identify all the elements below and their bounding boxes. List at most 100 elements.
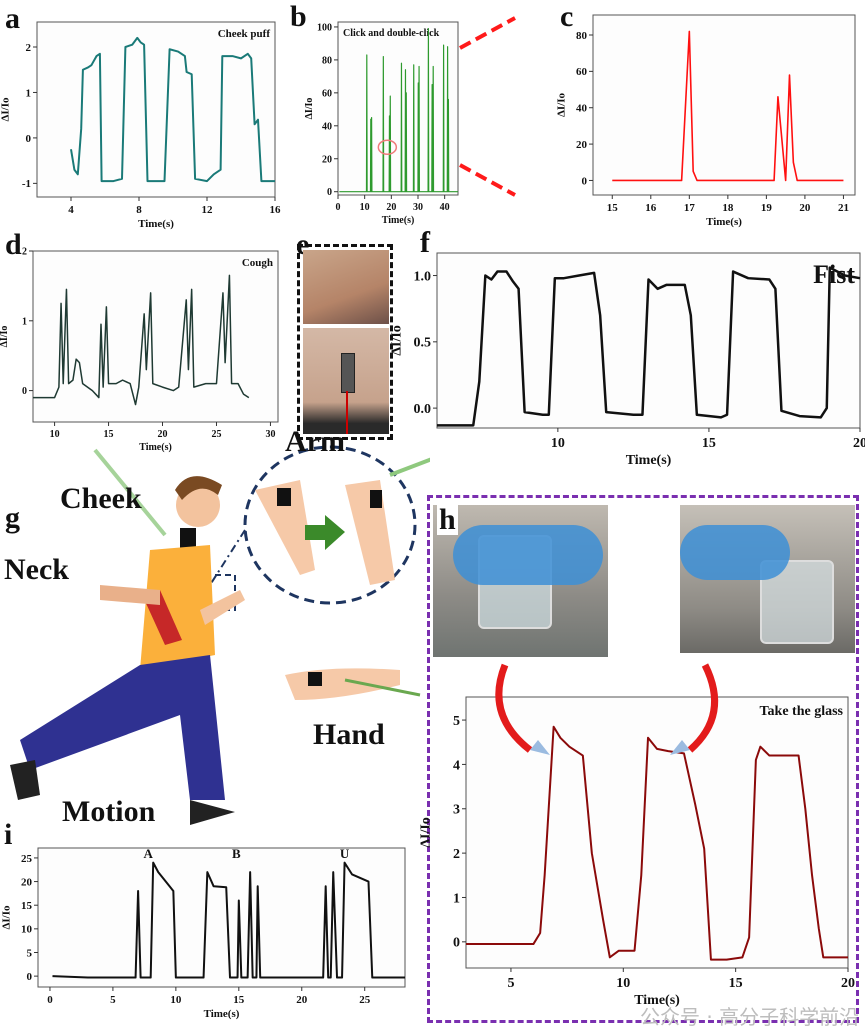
series-line-b: [339, 27, 458, 193]
y-axis-label: ΔI/Io: [304, 98, 315, 120]
hair: [175, 476, 222, 500]
series-line-d: [33, 274, 250, 406]
panel-label-g: g: [5, 501, 20, 534]
x-tick-label: 20: [841, 976, 855, 991]
arm-zoom-circle: [243, 445, 417, 605]
photo-neck-sensor: [303, 250, 389, 324]
shirt: [140, 545, 215, 670]
y-axis-label: ΔI/Io: [0, 905, 12, 930]
y-tick-label: 2: [22, 247, 27, 258]
y-axis-label: ΔI/Io: [0, 97, 11, 122]
hand: [285, 668, 400, 700]
x-tick-label: 12: [202, 204, 214, 216]
arm-straight: [345, 480, 395, 585]
pointer-cheek-to-d: [93, 448, 167, 537]
label-cheek: Cheek: [60, 482, 142, 515]
sensor-patch-hand: [308, 672, 322, 686]
y-tick-label: 20: [21, 876, 33, 888]
chart-title: Cheek puff: [218, 28, 271, 40]
y-tick-label: 0.0: [414, 402, 432, 417]
x-tick-label: 15: [607, 202, 619, 214]
x-axis-label: Time(s): [382, 215, 415, 226]
y-tick-label: 25: [21, 853, 33, 865]
annotation-label: B: [232, 846, 241, 861]
h-curved-arrows: [495, 663, 719, 755]
y-tick-label: 40: [322, 121, 332, 132]
photo-glove-released-glass: [680, 505, 855, 653]
label-hand: Hand: [313, 718, 385, 751]
y-tick-label: 1: [453, 891, 460, 906]
panel-label-i: i: [4, 818, 13, 851]
plot-area-b: [337, 21, 459, 196]
x-tick-label: 4: [68, 204, 74, 216]
x-tick-label: 20: [799, 202, 811, 214]
chart-title: Take the glass: [759, 704, 843, 719]
y-tick-label: 20: [322, 154, 332, 165]
pointer-arm-to-f: [389, 457, 430, 477]
annotation-label: A: [143, 846, 153, 861]
plot-area-i: [37, 847, 406, 988]
x-axis-label: Time(s): [138, 218, 174, 230]
x-axis-label: Time(s): [626, 453, 672, 468]
label-motion: Motion: [62, 795, 156, 828]
y-axis-label: ΔI/Io: [555, 92, 567, 117]
panel-label-f: f: [420, 226, 430, 259]
pointer-hand-to-h: [344, 678, 421, 697]
x-tick-label: 40: [440, 202, 450, 213]
x-axis-label: Time(s): [204, 1008, 240, 1020]
y-tick-label: 0: [327, 187, 332, 198]
y-tick-label: 1.0: [414, 269, 432, 284]
x-tick-label: 15: [702, 436, 716, 451]
photo-abdomen-sensor: [303, 328, 389, 434]
x-tick-label: 5: [507, 976, 514, 991]
y-tick-label: 0: [453, 936, 460, 951]
y-tick-label: 0: [582, 175, 588, 187]
y-tick-label: 60: [322, 88, 332, 99]
x-tick-label: 10: [50, 429, 60, 440]
x-tick-label: 18: [722, 202, 734, 214]
y-tick-label: 40: [576, 103, 588, 115]
pants: [20, 655, 225, 800]
x-tick-label: 21: [838, 202, 849, 214]
shoe-left: [10, 760, 40, 800]
x-tick-label: 10: [360, 202, 370, 213]
y-tick-label: 4: [453, 758, 460, 773]
panel-label-a: a: [5, 2, 20, 35]
x-tick-label: 20: [158, 429, 168, 440]
series-line-i: [52, 861, 405, 979]
zoom-pointer: [209, 529, 246, 586]
y-tick-label: 10: [21, 924, 33, 936]
y-tick-label: 15: [21, 900, 33, 912]
curved-arrow-right-icon: [687, 663, 719, 753]
y-tick-label: 2: [453, 847, 460, 862]
plot-area-c: [592, 14, 856, 196]
x-tick-label: 30: [265, 429, 275, 440]
series-line-a: [70, 36, 275, 183]
x-tick-label: 25: [359, 994, 371, 1006]
panel-label-d: d: [5, 228, 22, 261]
y-tick-label: 20: [576, 139, 588, 151]
x-tick-label: 15: [104, 429, 114, 440]
front-arm: [200, 590, 245, 625]
arrowhead-left: [530, 740, 550, 755]
zoom-connector: [459, 16, 516, 197]
y-tick-label: 5: [27, 947, 33, 959]
y-tick-label: 0: [22, 386, 27, 397]
x-axis-label: Time(s): [706, 216, 742, 228]
x-tick-label: 20: [853, 436, 865, 451]
panel-label-h: h: [437, 503, 458, 536]
y-tick-label: 5: [453, 714, 460, 729]
highlight-circle: [377, 139, 398, 155]
annotation-label: U: [340, 846, 350, 861]
label-neck: Neck: [4, 553, 69, 586]
curved-arrow-left-icon: [495, 663, 533, 753]
x-tick-label: 15: [233, 994, 245, 1006]
y-tick-label: 0: [27, 971, 33, 983]
chart-title: Fist: [813, 260, 855, 289]
plot-area-a: [36, 21, 276, 198]
